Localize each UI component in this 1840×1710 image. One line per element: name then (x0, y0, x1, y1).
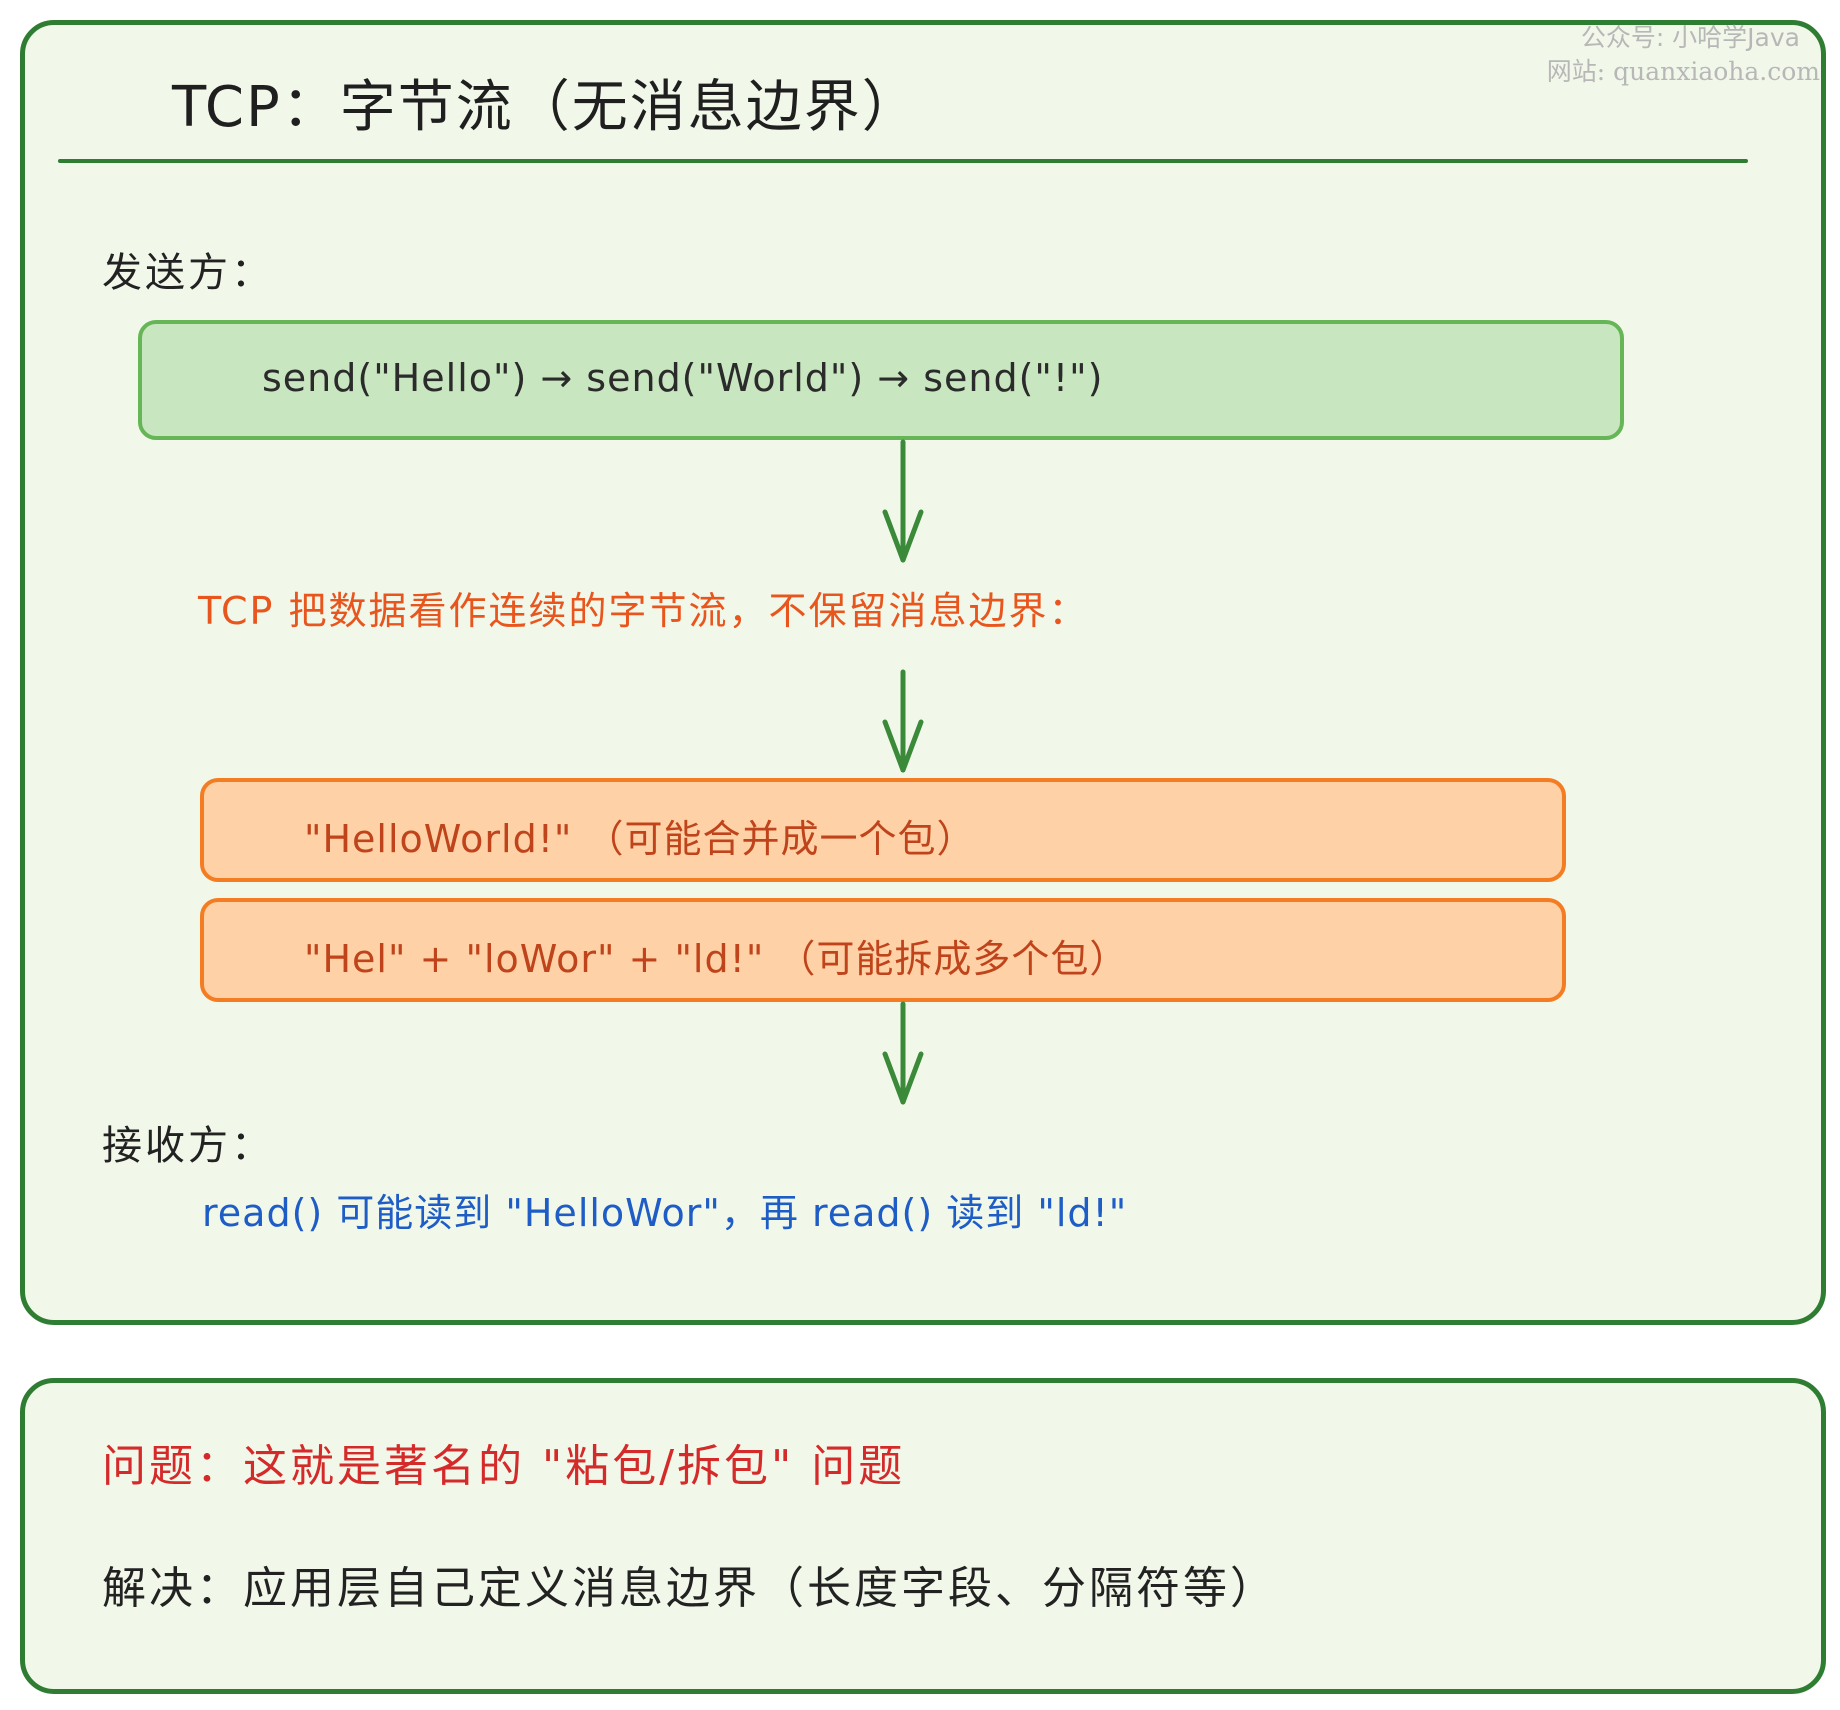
receiver-description: read() 可能读到 "HelloWor"，再 read() 读到 "ld!" (202, 1191, 1128, 1235)
sender-label: 发送方： (102, 250, 274, 296)
problem-statement: 问题：这就是著名的 "粘包/拆包" 问题 (102, 1441, 906, 1492)
split-packets-text: "Hel" + "loWor" + "ld!" （可能拆成多个包） (304, 937, 1129, 981)
solution-statement: 解决：应用层自己定义消息边界（长度字段、分隔符等） (102, 1563, 1277, 1614)
sender-calls-text: send("Hello") → send("World") → send("!"… (262, 356, 1104, 400)
main-panel (20, 20, 1826, 1325)
split-packets-box: "Hel" + "loWor" + "ld!" （可能拆成多个包） (200, 898, 1566, 1002)
title-divider (58, 159, 1748, 163)
watermark-account: 公众号: 小哈学Java (1580, 23, 1800, 52)
merged-packet-box: "HelloWorld!" （可能合并成一个包） (200, 778, 1566, 882)
sender-calls-box: send("Hello") → send("World") → send("!"… (138, 320, 1624, 440)
arrow-stream-to-packets (882, 669, 924, 773)
diagram-title: TCP：字节流（无消息边界） (172, 75, 920, 140)
receiver-label: 接收方： (102, 1123, 274, 1169)
watermark-website: 网站: quanxiaoha.com (1546, 57, 1820, 86)
tcp-stream-note: TCP 把数据看作连续的字节流，不保留消息边界： (198, 589, 1089, 633)
summary-panel (20, 1378, 1826, 1694)
arrow-sender-to-stream (882, 439, 924, 563)
arrow-packets-to-receiver (882, 1001, 924, 1105)
merged-packet-text: "HelloWorld!" （可能合并成一个包） (304, 817, 976, 861)
